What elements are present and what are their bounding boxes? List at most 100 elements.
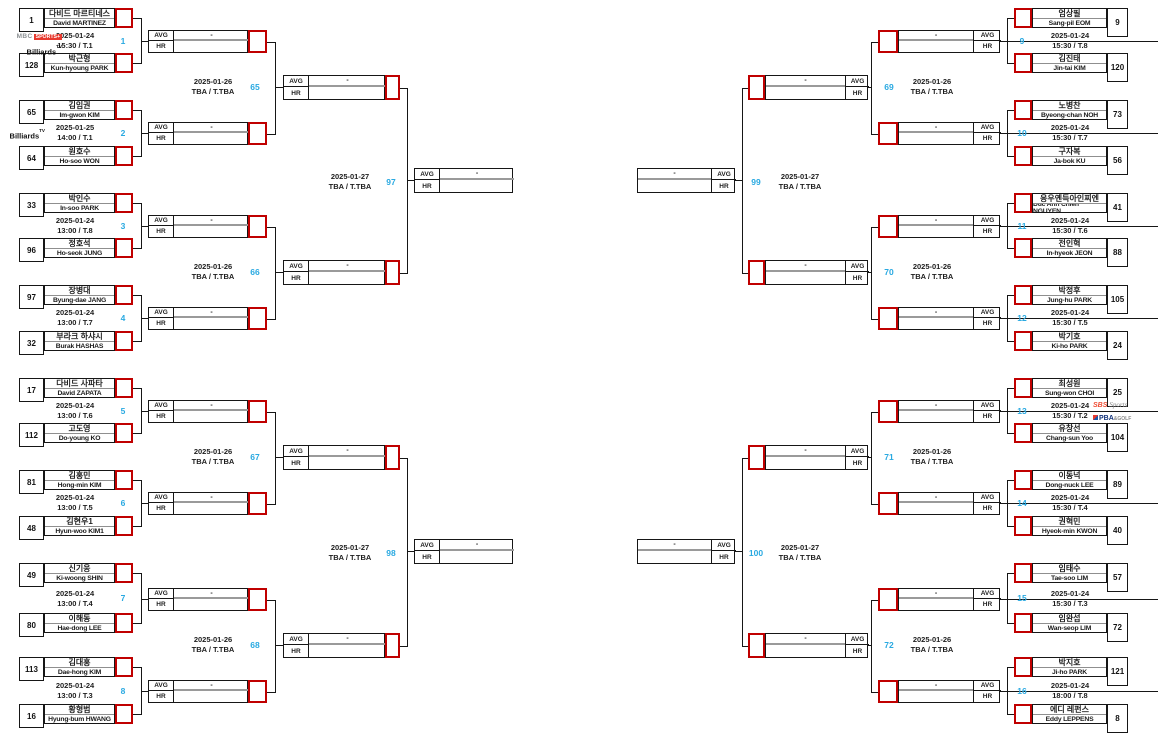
player-name-kr: 고도영 bbox=[45, 424, 114, 434]
bracket-connector bbox=[742, 457, 748, 459]
bracket-connector bbox=[742, 645, 748, 647]
hr-value bbox=[899, 692, 973, 702]
match-time: TBA / T.TBA bbox=[191, 645, 235, 654]
player-name-en: Duc Anh Chien NGUYEN bbox=[1033, 204, 1079, 212]
bracket-connector bbox=[400, 457, 407, 459]
hr-label: HR bbox=[291, 274, 301, 282]
player-name-en: Kun-hyoung PARK bbox=[50, 64, 109, 72]
avg-value: - bbox=[309, 446, 386, 457]
player-name-kr: 노병찬 bbox=[1033, 101, 1106, 111]
bracket-connector bbox=[1007, 573, 1008, 624]
player-seed: 57 bbox=[1107, 563, 1128, 592]
bracket-connector bbox=[1000, 691, 1007, 692]
match-date: 2025-01-24 bbox=[55, 589, 95, 598]
bracket-connector bbox=[141, 503, 148, 504]
bracket-connector bbox=[742, 87, 743, 274]
match-date: 2025-01-24 bbox=[55, 681, 95, 690]
player-name-en: Hyeok-min KWON bbox=[1041, 527, 1098, 535]
winner-slot bbox=[1014, 285, 1032, 305]
hr-label: HR bbox=[291, 647, 301, 655]
hr-value bbox=[174, 692, 249, 702]
bracket-connector bbox=[1007, 667, 1014, 668]
winner-slot bbox=[115, 516, 133, 536]
bracket-connector bbox=[1007, 599, 1158, 600]
bracket-connector bbox=[267, 503, 275, 505]
match-date: 2025-01-24 bbox=[55, 401, 95, 410]
bracket-connector bbox=[133, 110, 141, 111]
result-value-col: - bbox=[766, 634, 845, 657]
hr-label: HR bbox=[982, 320, 993, 327]
winner-slot bbox=[1014, 100, 1032, 120]
billiards-logo-text: TV bbox=[39, 128, 45, 133]
bracket-connector bbox=[1007, 295, 1008, 342]
match-number: 71 bbox=[884, 452, 894, 462]
player-name-kr: 정호석 bbox=[45, 239, 114, 249]
match-number: 97 bbox=[386, 177, 396, 187]
avg-value: - bbox=[899, 589, 973, 599]
match-number: 8 bbox=[120, 685, 126, 696]
player-seed: 9 bbox=[1107, 8, 1128, 37]
match-date: 2025-01-26 bbox=[912, 77, 952, 86]
bracket-connector bbox=[871, 226, 878, 228]
result-box: AVG HR- bbox=[283, 445, 386, 470]
match-number: 2 bbox=[120, 128, 126, 138]
match-date: 2025-01-27 bbox=[780, 543, 820, 552]
player-name-en: Tae-soo LIM bbox=[1051, 574, 1088, 582]
bracket-connector bbox=[871, 599, 878, 601]
player-name-en: Sang-pil EOM bbox=[1048, 19, 1091, 27]
player-seed: 56 bbox=[1107, 146, 1128, 175]
winner-slot bbox=[878, 680, 898, 703]
player-seed: 89 bbox=[1107, 470, 1128, 499]
bracket-connector bbox=[1007, 203, 1008, 249]
match-time: TBA / T.TBA bbox=[191, 272, 235, 281]
player-seed: 25 bbox=[1107, 378, 1128, 407]
result-value-col: - bbox=[638, 540, 711, 563]
player-name-en: Dae-hong KIM bbox=[57, 668, 102, 676]
mbc-logo-text: MBC bbox=[16, 33, 33, 40]
player-name-en: Hong-min KIM bbox=[57, 481, 102, 489]
avg-label: AVG bbox=[415, 540, 439, 551]
match-time: 15:30 / T.3 bbox=[1052, 599, 1088, 608]
avg-label: AVG bbox=[284, 446, 308, 457]
winner-slot bbox=[878, 215, 898, 238]
match-number: 10 bbox=[1017, 128, 1027, 138]
avg-label: AVG bbox=[149, 31, 173, 41]
bracket-connector bbox=[1000, 41, 1007, 42]
bracket-connector bbox=[275, 272, 283, 273]
match-time: 15:30 / T.1 bbox=[57, 41, 93, 50]
player-seed: 16 bbox=[19, 704, 44, 728]
avg-value: - bbox=[899, 681, 973, 691]
hr-label: HR bbox=[982, 228, 993, 235]
hr-label: HR bbox=[156, 43, 166, 50]
hr-value bbox=[899, 600, 973, 610]
match-number: 3 bbox=[120, 220, 126, 231]
winner-slot bbox=[1014, 613, 1032, 633]
bracket-connector bbox=[868, 87, 871, 88]
avg-label: AVG bbox=[974, 681, 1001, 691]
bracket-connector bbox=[868, 645, 871, 646]
match-date: 2025-01-24 bbox=[1050, 493, 1090, 502]
hr-label: HR bbox=[291, 459, 301, 467]
avg-value: - bbox=[174, 589, 249, 599]
